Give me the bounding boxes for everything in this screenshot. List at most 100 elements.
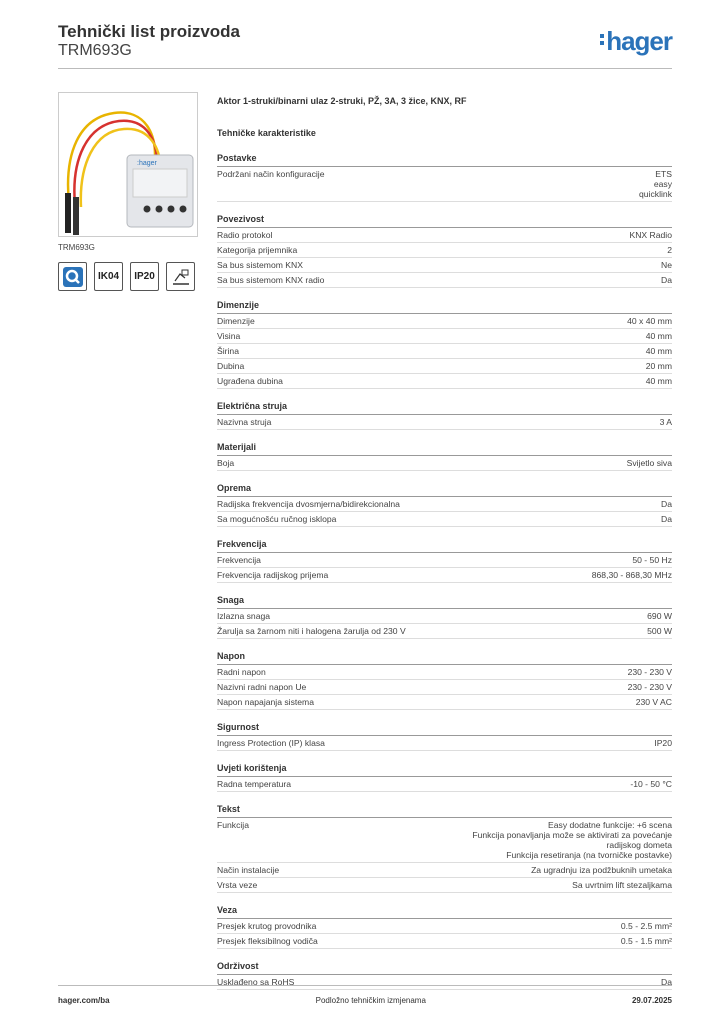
spec-label: Radni napon [217,667,266,677]
spec-value: 50 - 50 Hz [632,555,672,565]
header-divider [58,68,672,69]
spec-label: Sa mogućnošću ručnog isklopa [217,514,337,524]
spec-row: Radna temperatura -10 - 50 °C [217,777,672,792]
spec-label: Ingress Protection (IP) klasa [217,738,325,748]
spec-group-title: Frekvencija [217,539,672,553]
spec-label: Radio protokol [217,230,273,240]
product-description: Aktor 1-struki/binarni ulaz 2-struki, PŽ… [217,96,467,106]
spec-value: 40 x 40 mm [627,316,672,326]
spec-value: 40 mm [645,376,672,386]
spec-value: 230 - 230 V [627,682,672,692]
spec-label: Funkcija [217,820,249,830]
document-header: Tehnički list proizvoda TRM693G [58,22,240,60]
footer-date: 29.07.2025 [631,996,672,1005]
spec-value: Da [661,977,672,987]
spec-value: 3 A [659,417,672,427]
installation-icon [166,262,195,291]
spec-label: Sa bus sistemom KNX [217,260,303,270]
spec-value: Za ugradnju iza podžbuknih umetaka [531,865,672,875]
document-title: Tehnički list proizvoda [58,22,240,41]
spec-value: Easy dodatne funkcije: +6 scena Funkcija… [472,820,672,860]
footer-website[interactable]: hager.com/ba [58,996,110,1005]
spec-row: Žarulja sa žarnom niti i halogena žarulj… [217,624,672,639]
spec-label: Ugrađena dubina [217,376,283,386]
spec-value: Ne [661,260,672,270]
spec-group-title: Električna struja [217,401,672,415]
spec-row: Usklađeno sa RoHS Da [217,975,672,990]
spec-value: 0.5 - 1.5 mm² [620,936,672,946]
spec-row: Sa bus sistemom KNX Ne [217,258,672,273]
quicklink-icon [58,262,87,291]
spec-label: Način instalacije [217,865,280,875]
spec-row: Nazivni radni napon Ue 230 - 230 V [217,680,672,695]
spec-label: Kategorija prijemnika [217,245,298,255]
spec-row: Podržani način konfiguracije ETS easy qui… [217,167,672,202]
certification-badges: IK04 IP20 [58,262,198,291]
spec-value: IP20 [654,738,672,748]
spec-group-title: Uvjeti korištenja [217,763,672,777]
spec-group-title: Povezivost [217,214,672,228]
spec-value: Sa uvrtnim lift stezaljkama [572,880,672,890]
spec-label: Dubina [217,361,245,371]
spec-label: Sa bus sistemom KNX radio [217,275,325,285]
spec-row: Funkcija Easy dodatne funkcije: +6 scena … [217,818,672,863]
spec-label: Nazivni radni napon Ue [217,682,307,692]
spec-group-title: Održivost [217,961,672,975]
spec-label: Radna temperatura [217,779,292,789]
footer-notice: Podložno tehničkim izmjenama [315,996,426,1005]
spec-row: Radio protokol KNX Radio [217,228,672,243]
hager-logo[interactable]: hager [600,26,673,57]
spec-label: Visina [217,331,241,341]
spec-value: 868,30 - 868,30 MHz [591,570,672,580]
page-footer: hager.com/ba Podložno tehničkim izmjenam… [58,985,672,1005]
spec-value: Da [661,514,672,524]
spec-group-title: Tekst [217,804,672,818]
spec-value: 0.5 - 2.5 mm² [620,921,672,931]
spec-label: Boja [217,458,235,468]
spec-row: Ingress Protection (IP) klasa IP20 [217,736,672,751]
spec-label: Podržani način konfiguracije [217,169,325,179]
spec-value: ETS easy quicklink [639,169,672,199]
spec-row: Sa mogućnošću ručnog isklopa Da [217,512,672,527]
spec-value: KNX Radio [629,230,672,240]
spec-value: 20 mm [645,361,672,371]
product-code: TRM693G [58,42,132,59]
ip20-badge: IP20 [130,262,159,291]
spec-label: Žarulja sa žarnom niti i halogena žarulj… [217,626,406,636]
spec-value: Da [661,275,672,285]
spec-value: -10 - 50 °C [630,779,672,789]
spec-row: Kategorija prijemnika 2 [217,243,672,258]
spec-label: Usklađeno sa RoHS [217,977,295,987]
spec-value: 2 [667,245,672,255]
spec-group-title: Napon [217,651,672,665]
spec-group-title: Sigurnost [217,722,672,736]
logo-dots-icon [600,31,605,48]
spec-group-title: Dimenzije [217,300,672,314]
image-caption: TRM693G [58,243,95,252]
product-photo-icon: :hager [65,111,194,235]
